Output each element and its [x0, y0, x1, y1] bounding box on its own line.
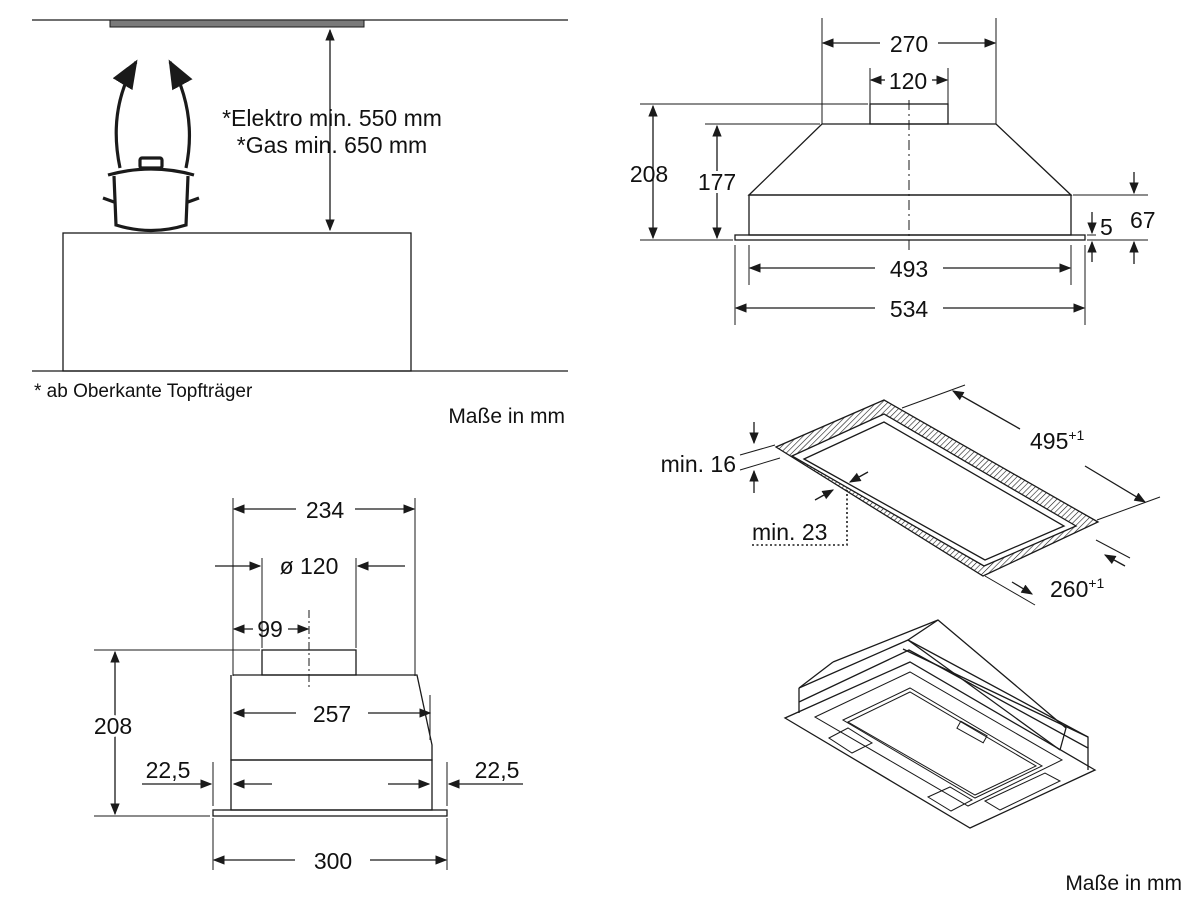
min-23-label: min. 23	[752, 519, 827, 545]
width-270-label: 270	[890, 31, 928, 57]
cutout-view: 495+1 260+1 min. 16 min. 23	[661, 384, 1161, 606]
duct-offset-99-label: 99	[257, 616, 283, 642]
top-width-234-label: 234	[306, 497, 345, 523]
right-margin-label: 22,5	[475, 757, 520, 783]
footnote: * ab Oberkante Topfträger	[34, 381, 253, 402]
height-67-label: 67	[1130, 207, 1156, 233]
cooktop-counter	[62, 232, 412, 372]
units-label-bottom: Maße in mm	[1065, 872, 1182, 895]
installation-height-view: *Elektro min. 550 mm *Gas min. 650 mm * …	[32, 19, 568, 428]
height-177-label: 177	[698, 169, 736, 195]
steam-arrow-right	[168, 59, 193, 169]
cutout-depth-label: 260+1	[1050, 575, 1105, 602]
electric-clearance-label: *Elektro min. 550 mm	[222, 105, 442, 131]
steam-arrow-left	[112, 59, 138, 169]
units-label-top: Maße in mm	[448, 405, 565, 428]
gas-clearance-label: *Gas min. 650 mm	[237, 132, 427, 158]
left-margin-label: 22,5	[146, 757, 191, 783]
hood-perspective	[783, 619, 1097, 829]
hood-underside	[109, 19, 365, 28]
duct-120-label: 120	[889, 68, 927, 94]
panel-5-label: 5	[1100, 214, 1113, 240]
duct-diameter-label: ø 120	[280, 553, 339, 579]
side-view: 234 ø 120 99 257 208 22,5 22,5	[91, 497, 523, 874]
width-493-label: 493	[890, 256, 928, 282]
cutout-length-label: 495+1	[1030, 427, 1085, 454]
body-width-257-label: 257	[313, 701, 351, 727]
cutout-opening	[802, 421, 1066, 561]
height-208-label: 208	[630, 161, 668, 187]
min-16-label: min. 16	[661, 451, 736, 477]
front-view: 270 120 208 177 67 5 4	[630, 18, 1156, 325]
width-534-label: 534	[890, 296, 929, 322]
side-height-208-label: 208	[94, 713, 132, 739]
pot-icon	[102, 156, 200, 233]
depth-300-label: 300	[314, 848, 352, 874]
